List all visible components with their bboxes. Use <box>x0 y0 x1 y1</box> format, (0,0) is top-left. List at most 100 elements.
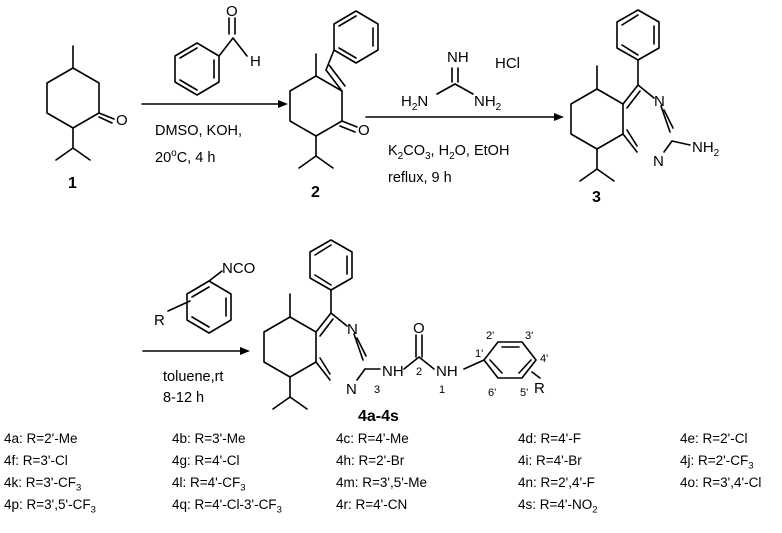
compound-1-label: 1 <box>68 175 77 192</box>
pyrimidine-n3-label: N <box>347 321 358 338</box>
reaction-arrow-1: DMSO, KOH, 20oC, 4 h <box>141 100 288 166</box>
substituent-prefix: 4a: R= <box>4 431 45 446</box>
substituent-value: 4'-Me <box>375 431 409 446</box>
locant-3: 3 <box>374 384 380 396</box>
substituent-value: 3',5'-Me <box>379 475 428 490</box>
carbonyl-o-label: O <box>116 112 128 129</box>
substituent-prefix: 4r: R= <box>336 497 374 512</box>
guanidine-h2n-label: H2N <box>401 93 428 113</box>
substituent-value: 4'-Br <box>553 453 582 468</box>
imine-nh-label: NH <box>447 49 469 66</box>
substituent-prefix: 4l: R= <box>172 475 208 490</box>
pyrimidine-n1-label: N <box>653 153 664 170</box>
substituent-value: 4'-F <box>558 431 581 446</box>
substituent-4n: 4n: R=2',4'-F <box>518 474 595 492</box>
substituent-value: 2'-CF <box>715 453 749 468</box>
guanidine-hcl-reagent: NH H2N NH2 HCl <box>401 49 520 113</box>
locant-1-prime: 1' <box>475 348 483 360</box>
substituent-subscript: 3 <box>75 482 82 494</box>
step2-conditions-line2: reflux, 9 h <box>388 170 452 186</box>
aryl-isocyanate-reagent: NCO R <box>154 260 255 334</box>
r-group-label: R <box>154 312 165 329</box>
reaction-arrow-2: K2CO3, H2O, EtOH reflux, 9 h <box>365 113 564 186</box>
substituent-value: 3',4'-Cl <box>720 475 762 490</box>
substituent-prefix: 4s: R= <box>518 497 558 512</box>
substituent-value: 2'-Cl <box>720 431 748 446</box>
substituent-4c: 4c: R=4'-Me <box>336 430 409 448</box>
substituent-4i: 4i: R=4'-Br <box>518 452 582 470</box>
substituent-4f: 4f: R=3'-Cl <box>4 452 68 470</box>
substituent-4h: 4h: R=2'-Br <box>336 452 404 470</box>
substituent-prefix: 4n: R= <box>518 475 559 490</box>
urea-nh1-label: NH <box>436 363 458 380</box>
substituent-4d: 4d: R=4'-F <box>518 430 581 448</box>
pyrimidine-n1-label: N <box>346 381 357 398</box>
substituent-prefix: 4d: R= <box>518 431 559 446</box>
step3-conditions-line2: 8-12 h <box>163 390 204 406</box>
aldehyde-h-label: H <box>250 53 261 70</box>
benzaldehyde-reagent: O H <box>174 3 261 96</box>
substituent-value: 4'-Cl-3'-CF <box>212 497 277 512</box>
substituent-prefix: 4q: R= <box>172 497 213 512</box>
substituent-value: 3'-CF <box>43 475 76 490</box>
substituent-prefix: 4e: R= <box>680 431 721 446</box>
guanidine-nh2-label: NH2 <box>474 93 502 113</box>
substituent-prefix: 4g: R= <box>172 453 213 468</box>
amine-nh2-label: NH2 <box>692 139 720 159</box>
locant-4-prime: 4' <box>540 353 548 365</box>
substituent-4e: 4e: R=2'-Cl <box>680 430 748 448</box>
step2-conditions-line1: K2CO3, H2O, EtOH <box>388 143 509 162</box>
substituent-4g: 4g: R=4'-Cl <box>172 452 240 470</box>
substituent-prefix: 4o: R= <box>680 475 721 490</box>
reaction-scheme: O 1 O H DMSO, KOH, 20oC, 4 h O 2 NH H2N <box>46 3 720 425</box>
compound-3-label: 3 <box>592 189 601 206</box>
step3-conditions-line1: toluene,rt <box>163 369 223 385</box>
substituent-4k: 4k: R=3'-CF3 <box>4 474 81 498</box>
locant-2: 2 <box>416 366 422 378</box>
substituent-value: 3'-Me <box>212 431 246 446</box>
substituent-prefix: 4c: R= <box>336 431 376 446</box>
aldehyde-o-label: O <box>226 3 238 20</box>
substituent-4o: 4o: R=3',4'-Cl <box>680 474 761 492</box>
locant-2-prime: 2' <box>486 330 494 342</box>
locant-3-prime: 3' <box>525 330 533 342</box>
compound-2-label: 2 <box>311 184 320 201</box>
substituent-value: 4'-Cl <box>212 453 240 468</box>
urea-nh3-label: NH <box>382 363 404 380</box>
locant-1: 1 <box>439 384 445 396</box>
r-group-label: R <box>534 380 545 397</box>
substituent-value: 2'-Br <box>376 453 405 468</box>
substituent-4j: 4j: R=2'-CF3 <box>680 452 754 476</box>
substituent-value: 3'-Cl <box>40 453 68 468</box>
substituent-4m: 4m: R=3',5'-Me <box>336 474 427 492</box>
substituent-value: 3',5'-CF <box>44 497 91 512</box>
substituent-value: 4'-NO <box>557 497 593 512</box>
isocyanate-nco-label: NCO <box>222 260 255 277</box>
substituent-4q: 4q: R=4'-Cl-3'-CF3 <box>172 496 282 520</box>
substituent-value: 2',4'-F <box>558 475 595 490</box>
compound-1-structure: O 1 <box>46 45 128 192</box>
compound-4-structure: N N NH NH O 3 2 1 1' 2' 3' 4' 5' 6' R 4a… <box>263 239 548 425</box>
substituent-subscript: 3 <box>240 482 246 494</box>
pyrimidine-n3-label: N <box>654 93 665 110</box>
compound-2-structure: O 2 <box>289 10 379 201</box>
carbonyl-o-label: O <box>358 122 370 139</box>
substituent-prefix: 4m: R= <box>336 475 380 490</box>
substituent-value: 2'-Me <box>44 431 78 446</box>
substituent-prefix: 4h: R= <box>336 453 377 468</box>
step1-conditions-line2: 20oC, 4 h <box>155 148 215 166</box>
substituent-prefix: 4p: R= <box>4 497 45 512</box>
substituent-subscript: 3 <box>276 504 282 516</box>
substituent-prefix: 4j: R= <box>680 453 716 468</box>
substituent-4p: 4p: R=3',5'-CF3 <box>4 496 96 520</box>
substituent-prefix: 4b: R= <box>172 431 213 446</box>
substituent-prefix: 4i: R= <box>518 453 554 468</box>
substituent-subscript: 3 <box>748 460 754 472</box>
compound-4-label: 4a-4s <box>358 408 399 425</box>
urea-o-label: O <box>413 320 425 337</box>
substituent-subscript: 3 <box>90 504 96 516</box>
substituent-4l: 4l: R=4'-CF3 <box>172 474 246 498</box>
reaction-arrow-3: toluene,rt 8-12 h <box>142 347 250 406</box>
substituent-subscript: 2 <box>592 504 598 516</box>
